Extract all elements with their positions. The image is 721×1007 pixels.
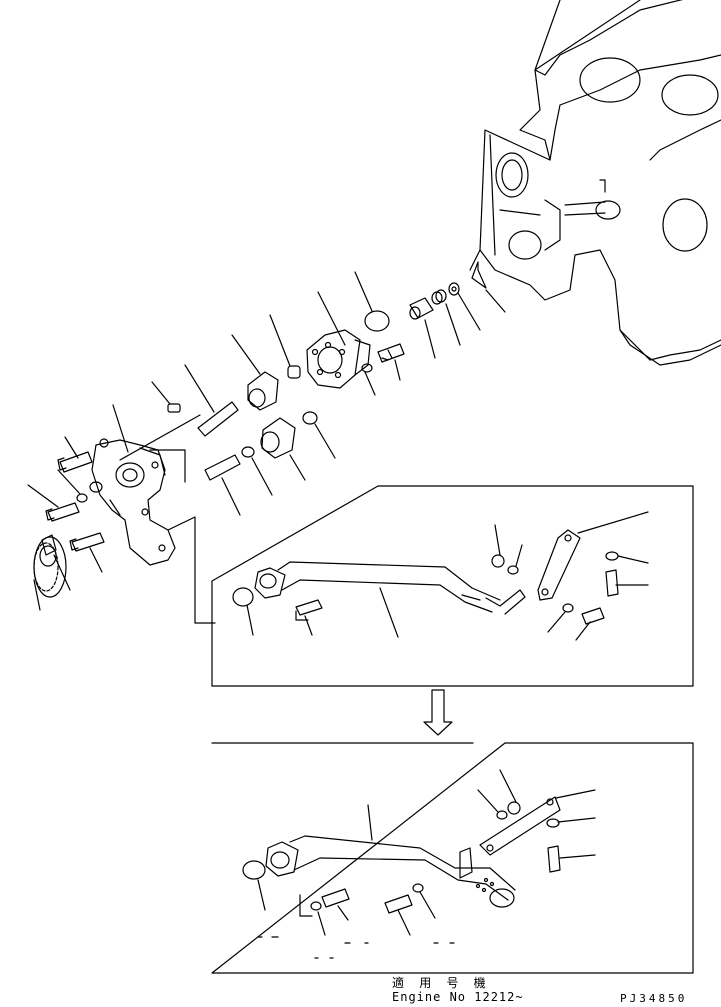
bracket-revised bbox=[300, 770, 595, 935]
driven-gear bbox=[261, 418, 305, 480]
driven-shaft bbox=[205, 455, 240, 515]
pump-gear bbox=[34, 537, 66, 610]
cover-bolt bbox=[362, 344, 404, 395]
suction-pipe-current bbox=[233, 562, 525, 637]
engine-number-label: Engine No 12212~ bbox=[392, 990, 524, 1004]
bracket-current bbox=[492, 512, 648, 640]
drawing-code: PJ34850 bbox=[620, 992, 688, 1005]
dash-marks bbox=[258, 937, 454, 958]
oil-pump-body bbox=[92, 405, 175, 565]
leader-line bbox=[120, 415, 200, 482]
pump-bolt bbox=[28, 437, 104, 572]
snap-ring bbox=[472, 262, 505, 312]
drive-gear bbox=[232, 335, 278, 410]
dowel-pin-small bbox=[270, 315, 300, 378]
pin bbox=[152, 382, 180, 412]
drive-shaft bbox=[185, 365, 238, 436]
suction-pipe-revised bbox=[243, 805, 515, 910]
bushing bbox=[242, 412, 335, 495]
inset-frame-revised bbox=[212, 743, 693, 973]
relief-valve-parts bbox=[355, 272, 480, 358]
leader-line bbox=[168, 517, 215, 623]
inset-frame-current bbox=[212, 486, 693, 686]
down-arrow bbox=[424, 690, 452, 735]
pump-cover bbox=[307, 292, 370, 388]
applicability-label: 適 用 号 機 bbox=[392, 976, 490, 990]
engine-block bbox=[470, 0, 721, 365]
